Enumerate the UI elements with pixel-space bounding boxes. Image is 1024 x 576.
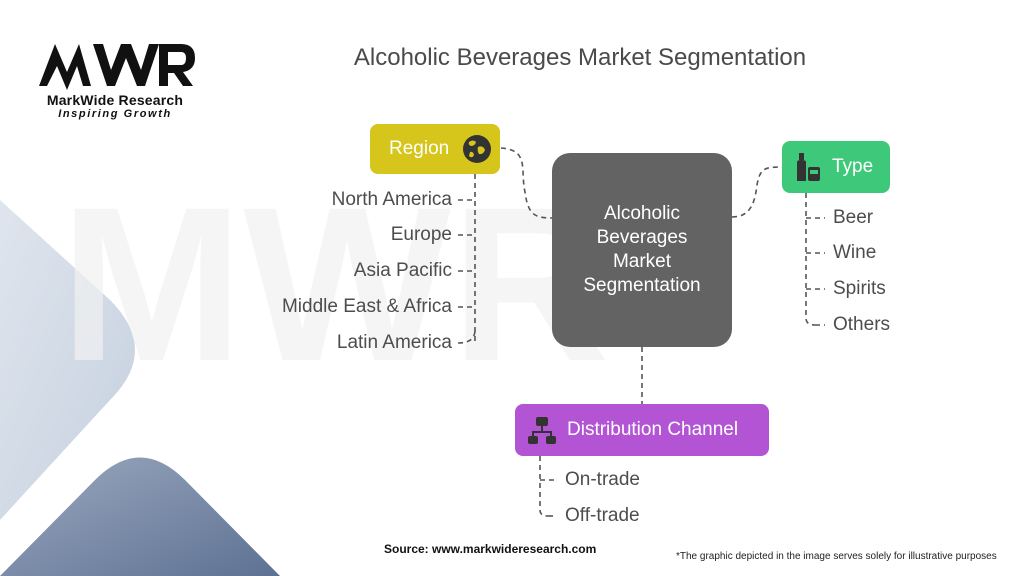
- center-line: Segmentation: [583, 275, 701, 296]
- brand-logo: MarkWide Research Inspiring Growth: [30, 38, 200, 128]
- center-line: Alcoholic: [603, 203, 681, 224]
- disclaimer-note: *The graphic depicted in the image serve…: [676, 551, 997, 562]
- type-item: Wine: [833, 242, 877, 263]
- region-node: Region: [370, 124, 500, 174]
- distribution-item: On-trade: [565, 469, 640, 490]
- brand-tagline: Inspiring Growth: [58, 108, 172, 120]
- type-item: Beer: [833, 207, 874, 228]
- globe-icon: [461, 133, 493, 165]
- brand-name: MarkWide Research: [46, 92, 184, 108]
- source-credit: Source: www.markwideresearch.com: [384, 542, 597, 556]
- center-line: Beverages: [596, 227, 688, 248]
- decor-shape-light: [0, 200, 135, 520]
- distribution-item: Off-trade: [565, 505, 640, 526]
- region-item: Asia Pacific: [353, 260, 452, 281]
- type-label: Type: [832, 156, 874, 177]
- region-label: Region: [389, 138, 450, 159]
- mwr-logo-mark: [39, 44, 195, 90]
- network-hierarchy-icon: [527, 414, 557, 446]
- type-item: Others: [833, 314, 891, 335]
- region-item: Latin America: [336, 332, 452, 353]
- bottle-glass-icon: [794, 151, 824, 183]
- type-node: Type: [782, 141, 890, 193]
- region-item: Europe: [390, 224, 452, 245]
- watermark: MWR: [60, 161, 610, 407]
- page-title: Alcoholic Beverages Market Segmentation: [353, 44, 807, 71]
- type-item: Spirits: [833, 278, 886, 299]
- region-item: Middle East & Africa: [281, 296, 452, 317]
- connectors: [457, 147, 825, 517]
- center-node-label: Alcoholic Beverages Market Segmentation: [567, 202, 717, 298]
- region-item: North America: [331, 189, 452, 210]
- center-node: Alcoholic Beverages Market Segmentation: [552, 153, 732, 347]
- decor-shape-dark: [0, 457, 280, 576]
- center-line: Market: [612, 251, 672, 272]
- distribution-node: Distribution Channel: [515, 404, 769, 456]
- distribution-label: Distribution Channel: [567, 419, 739, 440]
